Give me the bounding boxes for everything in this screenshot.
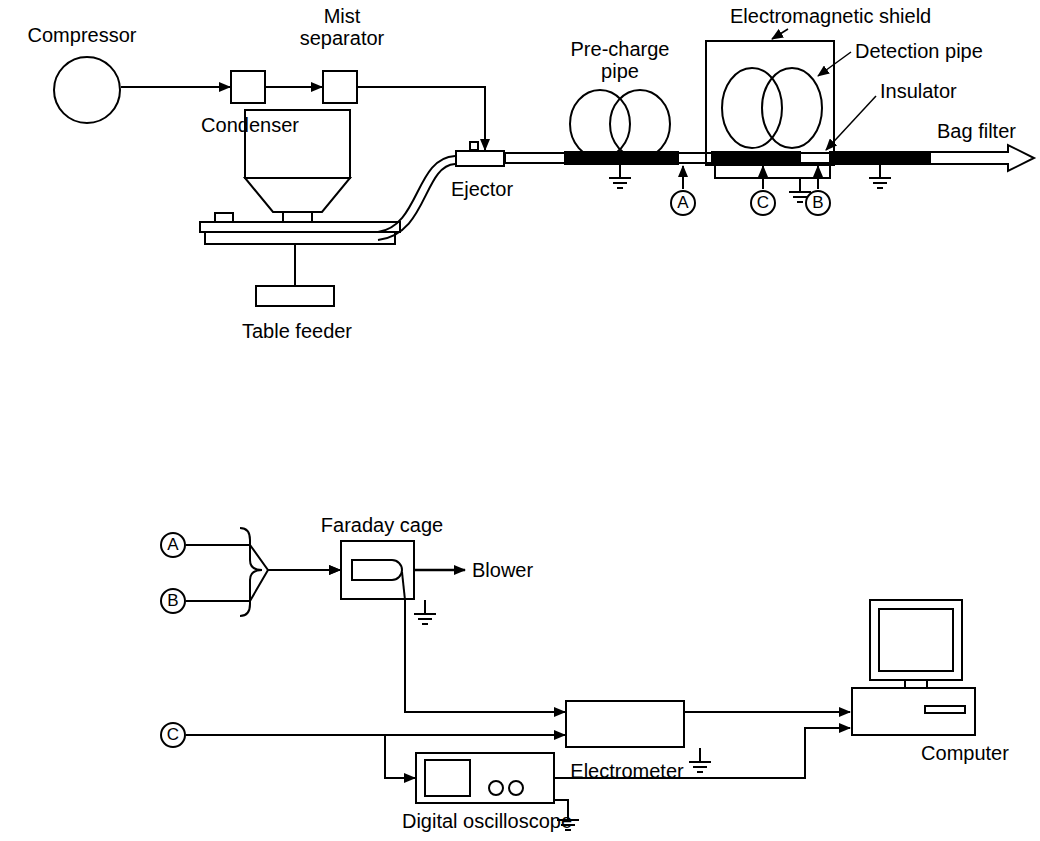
ejector-tab xyxy=(470,142,478,150)
shield-ground-bracket xyxy=(715,166,830,178)
callout-letter: C xyxy=(160,722,186,748)
ground-symbol xyxy=(689,748,711,772)
mist-separator: Mist separator xyxy=(322,70,358,104)
node-label: Faraday cage xyxy=(297,514,467,536)
connector xyxy=(358,87,485,150)
connector xyxy=(121,86,230,88)
connector xyxy=(186,735,415,778)
computer-drawing xyxy=(852,688,975,735)
digital-oscilloscope: Digital oscilloscope xyxy=(415,752,555,804)
node-label: Table feeder xyxy=(197,320,397,342)
pipe-coil xyxy=(762,68,822,148)
faraday-capsule xyxy=(402,572,405,600)
computer-drawing xyxy=(852,600,975,735)
pipe-coil xyxy=(722,68,782,148)
table-feeder-drawing xyxy=(245,178,350,212)
compressor: Compressor xyxy=(53,56,121,124)
conveying-pipe xyxy=(505,152,930,164)
connector xyxy=(186,570,340,601)
pipe-coil xyxy=(570,90,630,158)
part-label: Bag filter xyxy=(937,120,1037,142)
probe-arrow xyxy=(817,166,819,189)
probe-arrow xyxy=(682,166,684,189)
connector xyxy=(405,600,565,712)
computer-drawing xyxy=(925,706,965,713)
input-bracket xyxy=(240,528,262,616)
node-label: Condenser xyxy=(150,114,350,136)
pipe-coil xyxy=(610,90,670,158)
ground-symbol xyxy=(609,164,631,188)
computer-drawing xyxy=(879,609,953,671)
ejector-tab xyxy=(470,142,478,150)
oscilloscope-panel xyxy=(425,760,470,796)
table-feeder-drawing xyxy=(294,244,296,285)
shield-ground-bracket xyxy=(715,166,830,178)
table-feeder-drawing xyxy=(283,212,312,222)
probe-arrow xyxy=(683,166,818,189)
part-label: Insulator xyxy=(880,80,1020,102)
callout-text: C xyxy=(752,192,774,214)
input-bracket xyxy=(240,528,262,616)
connector xyxy=(186,545,340,570)
callout-text: A xyxy=(162,534,184,556)
node-label: Compressor xyxy=(7,24,157,46)
bag-filter-arrow xyxy=(930,145,1034,171)
faraday-capsule xyxy=(352,560,405,600)
blower-arrow xyxy=(415,569,465,572)
ground-symbol xyxy=(414,600,436,624)
part-label: Detection pipe xyxy=(855,40,1025,62)
node-label: Electrometer xyxy=(537,760,717,782)
part-label: Blower xyxy=(472,559,562,581)
table-feeder-drawing xyxy=(205,232,395,244)
ejector: Ejector xyxy=(455,150,505,167)
computer: Computer xyxy=(850,600,975,735)
conveying-pipe xyxy=(565,152,678,164)
oscilloscope-panel xyxy=(489,781,503,795)
conveying-pipe xyxy=(830,152,930,164)
leader-line xyxy=(772,29,788,39)
table-feeder: Table feeder xyxy=(255,285,335,307)
ground-symbol xyxy=(414,164,891,830)
bag-filter-arrow xyxy=(930,145,1034,171)
electromagnetic-shield: Electromagnetic shield xyxy=(705,40,835,166)
computer-drawing xyxy=(870,600,962,680)
callout-letter: A xyxy=(160,532,186,558)
conveying-pipe xyxy=(712,152,800,164)
callout-letter: B xyxy=(805,190,831,216)
table-feeder-drawing xyxy=(215,213,233,222)
table-feeder-drawing xyxy=(378,164,455,240)
table-feeder-drawing xyxy=(200,110,455,285)
blower-arrow xyxy=(415,569,465,572)
node-label: Electromagnetic shield xyxy=(730,5,1020,27)
oscilloscope-panel xyxy=(555,800,568,806)
connector xyxy=(266,86,322,88)
part-label: Pre-charge pipe xyxy=(565,38,675,82)
node-label: Computer xyxy=(890,742,1040,764)
callout-text: B xyxy=(162,590,184,612)
conveying-pipe xyxy=(505,153,930,163)
probe-arrow xyxy=(762,166,764,189)
ground-symbol xyxy=(869,164,891,188)
condenser: Condenser xyxy=(230,70,266,104)
callout-text: A xyxy=(672,192,694,214)
faraday-capsule xyxy=(352,560,402,580)
callout-text: B xyxy=(807,192,829,214)
callout-letter: C xyxy=(750,190,776,216)
callout-letter: B xyxy=(160,588,186,614)
faraday-cage: Faraday cage xyxy=(340,540,415,600)
oscilloscope-panel xyxy=(509,781,523,795)
node-label: Ejector xyxy=(432,178,532,200)
callout-letter: A xyxy=(670,190,696,216)
table-feeder-drawing xyxy=(200,222,400,232)
node-label: Digital oscilloscope xyxy=(372,810,602,832)
computer-drawing xyxy=(905,680,927,688)
oscilloscope-panel xyxy=(425,760,568,806)
callout-text: C xyxy=(162,724,184,746)
node-label: Mist separator xyxy=(292,5,392,49)
electrometer: Electrometer xyxy=(565,700,685,748)
connector xyxy=(685,711,850,713)
